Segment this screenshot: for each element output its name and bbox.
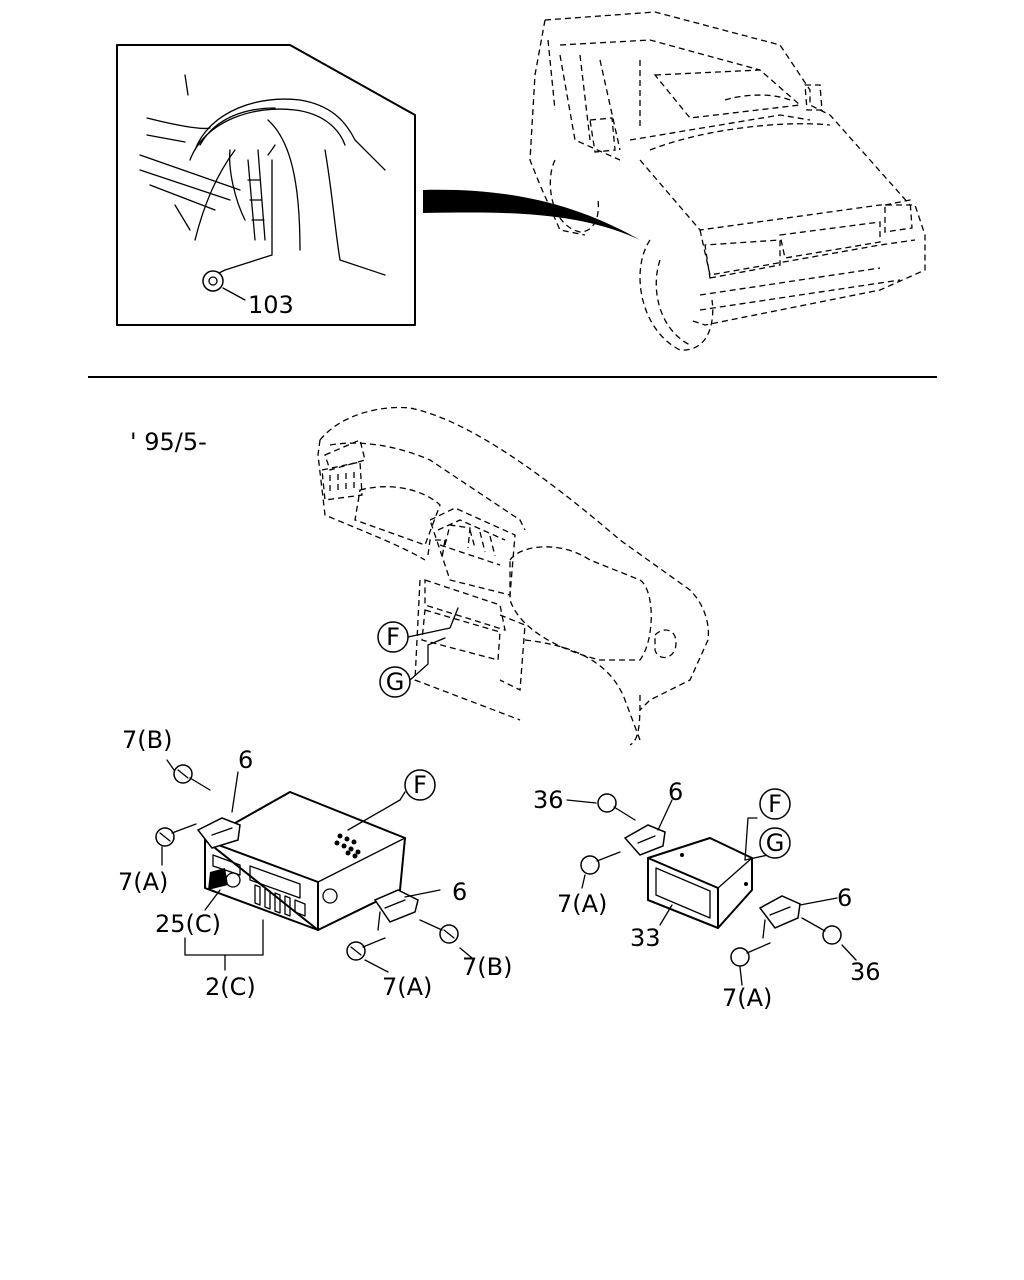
screw-icon — [419, 919, 459, 944]
screw-icon — [730, 942, 771, 967]
part-2c-label: 2(C) — [205, 973, 256, 1001]
callout-circle-f-radio: F — [404, 769, 436, 801]
part-7a-label-left: 7(A) — [118, 868, 168, 896]
svg-text:F: F — [768, 790, 782, 818]
callout-circle-f-pocket: F — [759, 788, 791, 820]
radio-unit — [204, 791, 406, 931]
callout-circle-f-dashboard: F — [377, 621, 409, 653]
part-33-label: 33 — [630, 924, 661, 952]
callout-circle-g-pocket: G — [759, 827, 791, 859]
vehicle-illustration — [529, 11, 926, 351]
part-7a-label-bottom-pocket: 7(A) — [722, 984, 772, 1012]
part-7b-label-bottom: 7(B) — [462, 953, 512, 981]
part-6-label-top-left: 6 — [238, 746, 253, 774]
screw-icon — [346, 937, 386, 961]
grommet-icon — [202, 270, 224, 292]
part-6-label-right-pocket: 6 — [837, 884, 852, 912]
speaker-grille-dots — [334, 833, 361, 859]
bracket-icon — [196, 817, 241, 849]
part-7b-label-top: 7(B) — [122, 726, 172, 754]
svg-text:G: G — [386, 668, 405, 696]
bracket-icon — [758, 895, 801, 939]
part-103-label: 103 — [248, 291, 294, 319]
part-7a-label-bottom-radio: 7(A) — [382, 973, 432, 1001]
screw-icon — [580, 851, 621, 875]
screw-icon — [173, 764, 211, 791]
pocket-unit — [647, 837, 753, 929]
dashboard-illustration — [317, 406, 710, 746]
bracket-icon — [373, 889, 419, 931]
screw-icon — [155, 823, 197, 847]
part-6-label-top-right: 6 — [668, 778, 683, 806]
wheel-arch-detail-inset — [116, 44, 416, 326]
callout-circle-g-dashboard: G — [379, 666, 411, 698]
screw-icon — [597, 793, 636, 821]
svg-text:F: F — [386, 623, 400, 651]
part-36-label-bottom: 36 — [850, 958, 881, 986]
detail-pointer-arrow — [423, 189, 640, 240]
date-code-label: ' 95/5- — [130, 428, 207, 456]
screw-icon — [801, 917, 842, 945]
part-25c-label: 25(C) — [155, 910, 221, 938]
bracket-icon — [623, 824, 666, 856]
svg-text:F: F — [413, 771, 427, 799]
part-7a-label-right: 7(A) — [557, 890, 607, 918]
svg-text:G: G — [766, 829, 785, 857]
part-6-label-right-radio: 6 — [452, 878, 467, 906]
part-36-label-top: 36 — [533, 786, 564, 814]
